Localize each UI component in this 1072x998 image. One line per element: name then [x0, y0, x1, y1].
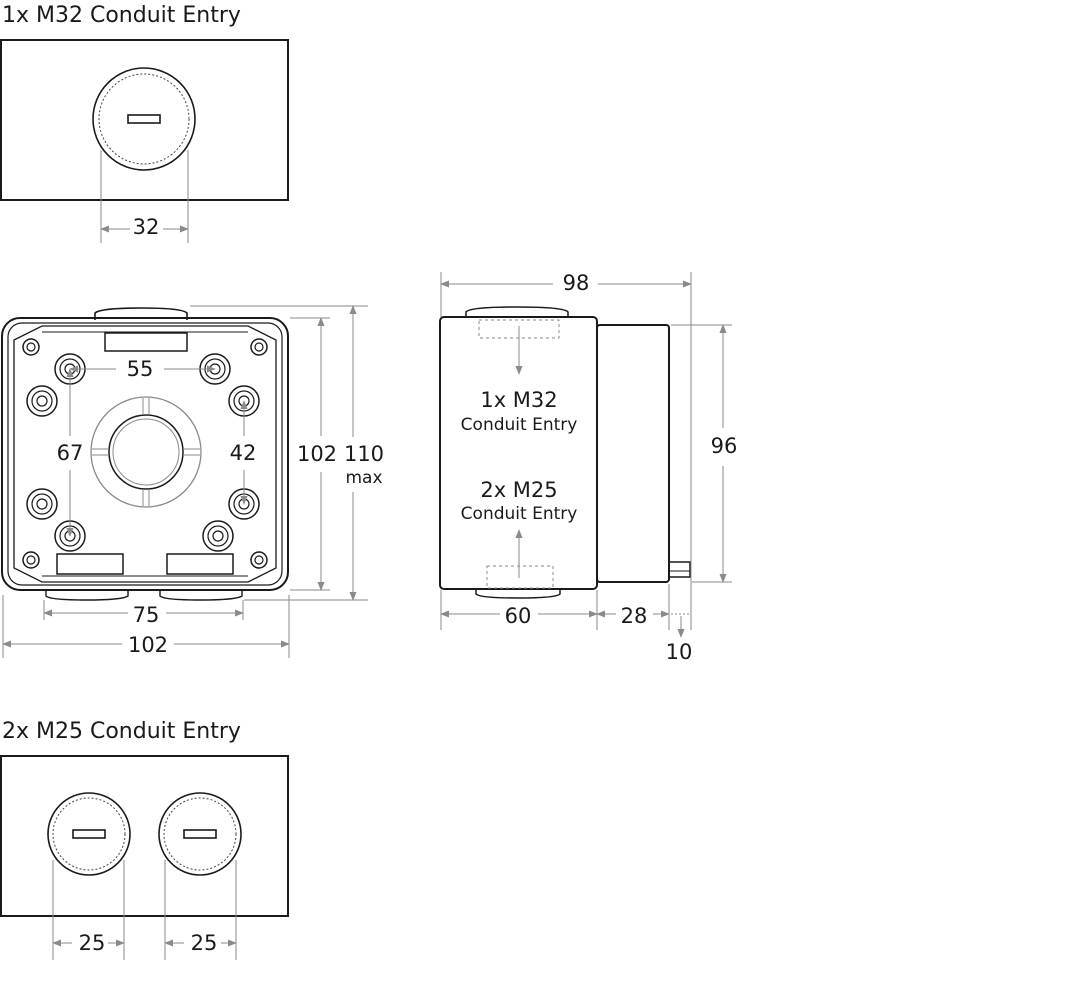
dim-75-label: 75	[133, 603, 160, 627]
side-top-entry-subtitle: Conduit Entry	[461, 415, 578, 435]
front-dim-102-height: 102	[290, 317, 337, 591]
m25-view-title: 2x M25 Conduit Entry	[2, 719, 241, 744]
dim-60-label: 60	[505, 604, 532, 628]
corner-screw-bl	[22, 551, 40, 569]
front-body-rim	[7, 322, 283, 586]
dim-102-height-label: 102	[297, 442, 337, 466]
side-dim-10: 10	[666, 613, 693, 664]
side-mounting-stud	[668, 561, 691, 578]
dim-98-label: 98	[563, 271, 590, 295]
corner-screw-tl	[22, 338, 40, 356]
dim-42-label: 42	[230, 441, 257, 465]
mounting-boss	[26, 488, 58, 520]
front-top-rail	[104, 332, 188, 352]
front-bottom-rail-left	[56, 553, 124, 575]
side-view: 1x M32 Conduit Entry 2x M25 Conduit Entr…	[439, 271, 738, 664]
dim-55-label: 55	[127, 357, 154, 381]
front-bottom-rail-right	[166, 553, 234, 575]
front-inner-cavity	[13, 325, 277, 583]
m25-right-width-dimension: 25	[164, 860, 237, 960]
side-dim-60: 60	[440, 590, 598, 630]
m25-right-width-label: 25	[191, 931, 218, 955]
m32-knockout	[92, 67, 196, 171]
corner-screw-tr	[250, 338, 268, 356]
front-bottom-knockout-right	[159, 590, 243, 601]
dim-102-width-label: 102	[128, 633, 168, 657]
m32-panel	[0, 39, 289, 201]
m25-entry-view: 2x M25 Conduit Entry 25 25	[0, 719, 289, 960]
central-knockout	[90, 396, 202, 508]
front-outer-body	[1, 317, 289, 591]
mounting-boss	[26, 385, 58, 417]
front-top-knockout	[94, 307, 188, 320]
side-rear-body	[596, 324, 670, 583]
dim-110-label: 110	[344, 442, 384, 466]
dim-96-label: 96	[711, 434, 738, 458]
front-dim-67: 67	[57, 368, 84, 537]
dim-28-label: 28	[621, 604, 648, 628]
front-dim-102-width: 102	[2, 595, 290, 658]
m32-entry-view: 1x M32 Conduit Entry 32	[0, 3, 289, 243]
side-bottom-knockout	[475, 589, 561, 599]
dim-110-note: max	[345, 468, 382, 488]
m25-knockout-left	[47, 792, 131, 876]
side-top-knockout	[465, 306, 569, 317]
m32-width-label: 32	[133, 215, 160, 239]
side-top-entry-title: 1x M32	[480, 388, 557, 412]
side-bottom-entry-subtitle: Conduit Entry	[461, 504, 578, 524]
mounting-boss	[202, 520, 234, 552]
side-bottom-dashed	[486, 565, 554, 589]
side-dim-98: 98	[440, 271, 692, 630]
side-bottom-entry-title: 2x M25	[480, 478, 557, 502]
front-view: 55 67 42 75 102	[1, 305, 384, 658]
m25-left-width-label: 25	[79, 931, 106, 955]
dim-67-label: 67	[57, 441, 84, 465]
front-dim-110: 110 max	[190, 305, 384, 601]
m25-panel	[0, 755, 289, 917]
front-dim-55: 55	[69, 357, 216, 381]
m32-width-dimension: 32	[100, 150, 189, 243]
corner-screw-br	[250, 551, 268, 569]
m32-view-title: 1x M32 Conduit Entry	[2, 3, 241, 28]
m25-knockout-right	[158, 792, 242, 876]
dim-10-label: 10	[666, 640, 693, 664]
side-dim-96: 96	[671, 324, 738, 583]
front-dim-75: 75	[43, 600, 244, 627]
side-dim-28: 28	[596, 584, 670, 630]
front-dim-42: 42	[230, 400, 257, 505]
front-bottom-knockout-left	[45, 590, 129, 601]
m25-left-width-dimension: 25	[52, 860, 125, 960]
